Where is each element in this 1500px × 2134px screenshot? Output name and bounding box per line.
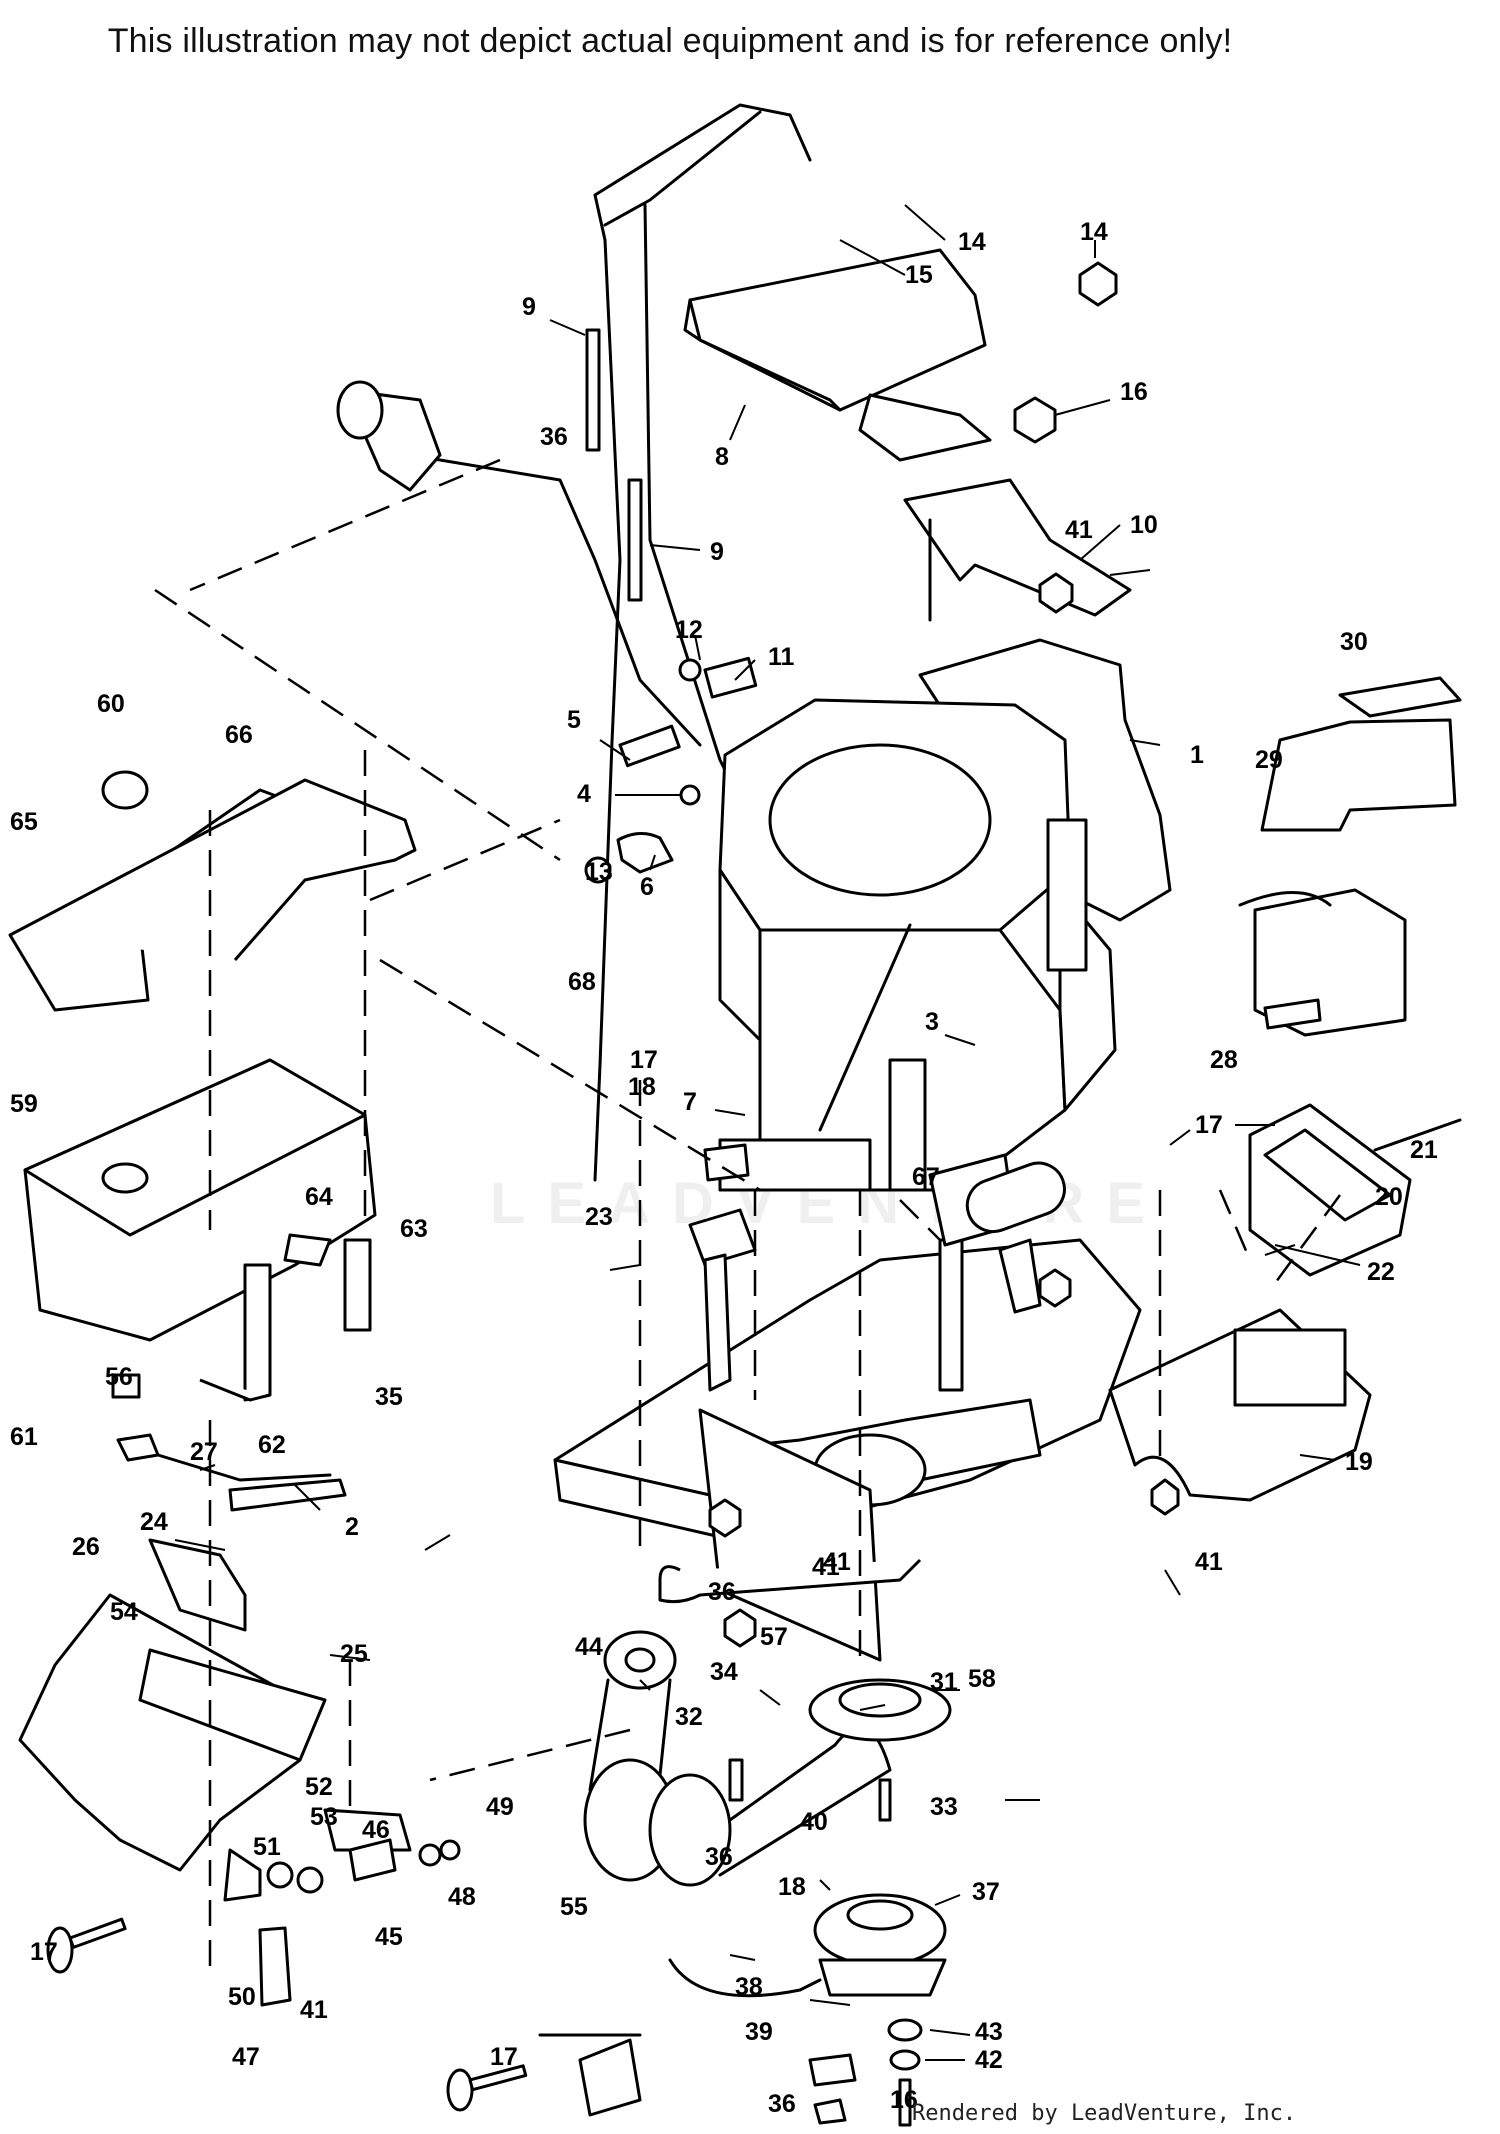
callout: 1 <box>1190 741 1204 769</box>
callout: 8 <box>715 443 729 471</box>
callout: 19 <box>1345 1448 1373 1476</box>
disclaimer-text: This illustration may not depict actual … <box>107 22 1233 60</box>
callout: 44 <box>575 1633 603 1661</box>
callout: 18 <box>778 1873 806 1901</box>
callout: 28 <box>1210 1046 1238 1074</box>
callout: 61 <box>10 1423 38 1451</box>
rendered-by-credit: Rendered by LeadVenture, Inc. <box>912 2101 1297 2126</box>
callout: 21 <box>1410 1136 1438 1164</box>
callout: 29 <box>1255 746 1283 774</box>
callout: 17 <box>30 1938 58 1966</box>
callout: 57 <box>760 1623 788 1651</box>
callout: 33 <box>930 1793 958 1821</box>
callout: 14 <box>958 228 986 256</box>
callout: 41 <box>1195 1548 1223 1576</box>
callout: 51 <box>253 1833 281 1861</box>
callout-numbers: 1 2 3 4 5 6 7 8 9 9 10 11 12 13 14 14 15… <box>10 218 1438 2118</box>
callout: 20 <box>1375 1183 1403 1211</box>
callout: 9 <box>710 538 724 566</box>
callout: 58 <box>968 1665 996 1693</box>
callout: 42 <box>975 2046 1003 2074</box>
callout: 13 <box>585 858 613 886</box>
callout: 17 <box>630 1046 658 1074</box>
callout: 16 <box>1120 378 1148 406</box>
callout: 36 <box>705 1843 733 1871</box>
callout: 23 <box>585 1203 613 1231</box>
callout: 48 <box>448 1883 476 1911</box>
callout: 64 <box>305 1183 333 1211</box>
callout: 60 <box>97 690 125 718</box>
callout: 6 <box>640 873 654 901</box>
callout: 47 <box>232 2043 260 2071</box>
callout: 54 <box>110 1598 138 1626</box>
callout: 5 <box>567 706 581 734</box>
callout: 36 <box>540 423 568 451</box>
callout: 12 <box>675 616 703 644</box>
callout: 55 <box>560 1893 588 1921</box>
callout: 43 <box>975 2018 1003 2046</box>
callout: 52 <box>305 1773 333 1801</box>
callout: 49 <box>486 1793 514 1821</box>
callout: 32 <box>675 1703 703 1731</box>
callout: 36 <box>708 1578 736 1606</box>
callout: 25 <box>340 1640 368 1668</box>
callout: 40 <box>800 1808 828 1836</box>
callout-leaders <box>174 204 1361 2061</box>
callout: 41 <box>300 1996 328 2024</box>
callout: 27 <box>190 1438 218 1466</box>
callout: 68 <box>568 968 596 996</box>
callout: 41 <box>1065 516 1093 544</box>
callout: 41 <box>823 1548 851 1576</box>
callout: 10 <box>1130 511 1158 539</box>
callout: 50 <box>228 1983 256 2011</box>
callout: 22 <box>1367 1258 1395 1286</box>
callout: 35 <box>375 1383 403 1411</box>
callout: 24 <box>140 1508 168 1536</box>
callout: 4 <box>577 780 591 808</box>
callout: 18 <box>628 1073 656 1101</box>
callout: 46 <box>362 1816 390 1844</box>
callout: 31 <box>930 1668 958 1696</box>
callout: 7 <box>683 1088 697 1116</box>
callout: 63 <box>400 1215 428 1243</box>
callout: 14 <box>1080 218 1108 246</box>
callout: 62 <box>258 1431 286 1459</box>
callout: 17 <box>1195 1111 1223 1139</box>
callout: 26 <box>72 1533 100 1561</box>
callout: 67 <box>912 1163 940 1191</box>
callout: 53 <box>310 1803 338 1831</box>
callout: 41 <box>812 1553 840 1581</box>
callout: 39 <box>745 2018 773 2046</box>
callout: 30 <box>1340 628 1368 656</box>
callout: 65 <box>10 808 38 836</box>
diagram-artwork <box>8 103 1462 2127</box>
callout: 36 <box>768 2090 796 2118</box>
callout: 66 <box>225 721 253 749</box>
callout: 2 <box>345 1513 359 1541</box>
callout: 56 <box>105 1363 133 1391</box>
callout: 9 <box>522 293 536 321</box>
callout: 15 <box>905 261 933 289</box>
callout: 16 <box>890 2086 918 2114</box>
callout: 38 <box>735 1973 763 2001</box>
callout: 59 <box>10 1090 38 1118</box>
callout: 17 <box>490 2043 518 2071</box>
callout: 3 <box>925 1008 939 1036</box>
callout: 34 <box>710 1658 738 1686</box>
callout: 11 <box>768 643 795 671</box>
callout: 45 <box>375 1923 403 1951</box>
callout: 37 <box>972 1878 1000 1906</box>
